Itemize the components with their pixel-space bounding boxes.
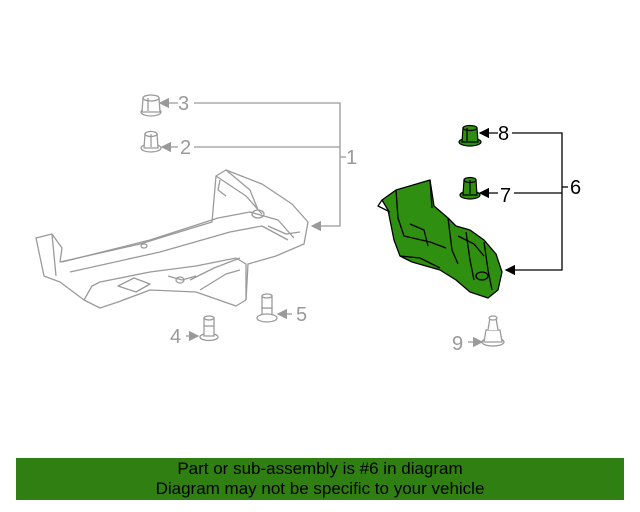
under-cover-part-1 xyxy=(35,169,309,309)
callout-4: 4 xyxy=(170,326,181,348)
notice-line-1: Part or sub-assembly is #6 in diagram xyxy=(177,459,463,478)
clip-part-4 xyxy=(199,315,219,342)
notice-line-2: Diagram may not be specific to your vehi… xyxy=(155,479,485,498)
callout-8: 8 xyxy=(498,123,509,145)
clip-part-7 xyxy=(459,176,481,200)
callout-3: 3 xyxy=(178,93,189,115)
clip-part-2 xyxy=(140,130,162,153)
clip-part-9 xyxy=(481,315,505,347)
bolt-part-5 xyxy=(256,293,278,323)
callout-7: 7 xyxy=(500,185,511,207)
callout-1: 1 xyxy=(346,147,357,169)
highlighted-cover-part-6 xyxy=(377,179,503,299)
callout-5: 5 xyxy=(296,304,307,326)
callout-6: 6 xyxy=(570,177,581,199)
notice-banner: Part or sub-assembly is #6 in diagram Di… xyxy=(16,458,624,500)
callout-2: 2 xyxy=(180,137,191,159)
clip-part-8 xyxy=(458,124,482,147)
black-leaders xyxy=(478,127,568,276)
callout-9: 9 xyxy=(452,333,463,355)
clip-part-3 xyxy=(140,94,162,117)
grey-leaders xyxy=(158,97,346,342)
